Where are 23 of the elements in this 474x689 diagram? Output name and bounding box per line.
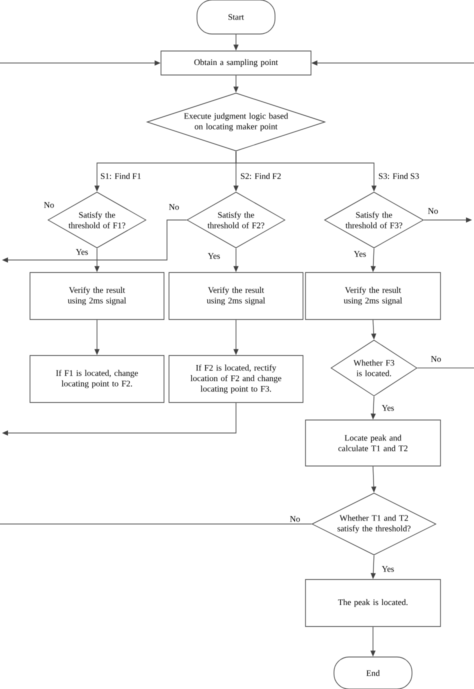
branch-label: No bbox=[44, 202, 54, 208]
process-box: Verify the result using 2ms signal bbox=[305, 272, 441, 320]
edge-label: No bbox=[168, 203, 180, 211]
edge-label: S3: Find S3 bbox=[377, 172, 420, 180]
process-box: If F1 is located, change locating point to F2. bbox=[30, 355, 164, 403]
edge-label: Yes bbox=[380, 404, 396, 412]
process-box: The peak is located. bbox=[305, 579, 441, 627]
edge-label: Yes bbox=[206, 252, 222, 260]
process-box: Locate peak and calculate T1 and T2 bbox=[305, 420, 441, 466]
edge-label: No bbox=[288, 515, 302, 523]
terminator: Start bbox=[196, 0, 276, 34]
terminator: End bbox=[334, 656, 412, 689]
process-box: Obtain a sampling point bbox=[160, 50, 312, 76]
edge-label: No bbox=[430, 355, 442, 363]
edge-label: Yes bbox=[74, 248, 90, 256]
edge-label: S1: Find F1 bbox=[99, 172, 142, 180]
edge-label: Yes bbox=[352, 250, 368, 258]
process-box: Verify the result using 2ms signal bbox=[30, 272, 164, 320]
edge-label: No bbox=[426, 207, 440, 215]
edge-label: Yes bbox=[380, 565, 396, 573]
process-box: Verify the result using 2ms signal bbox=[168, 272, 304, 320]
edge-label: S2: Find F2 bbox=[239, 172, 282, 180]
process-box: If F2 is located, rectify location of F2 and change locating point to F3. bbox=[168, 355, 304, 403]
